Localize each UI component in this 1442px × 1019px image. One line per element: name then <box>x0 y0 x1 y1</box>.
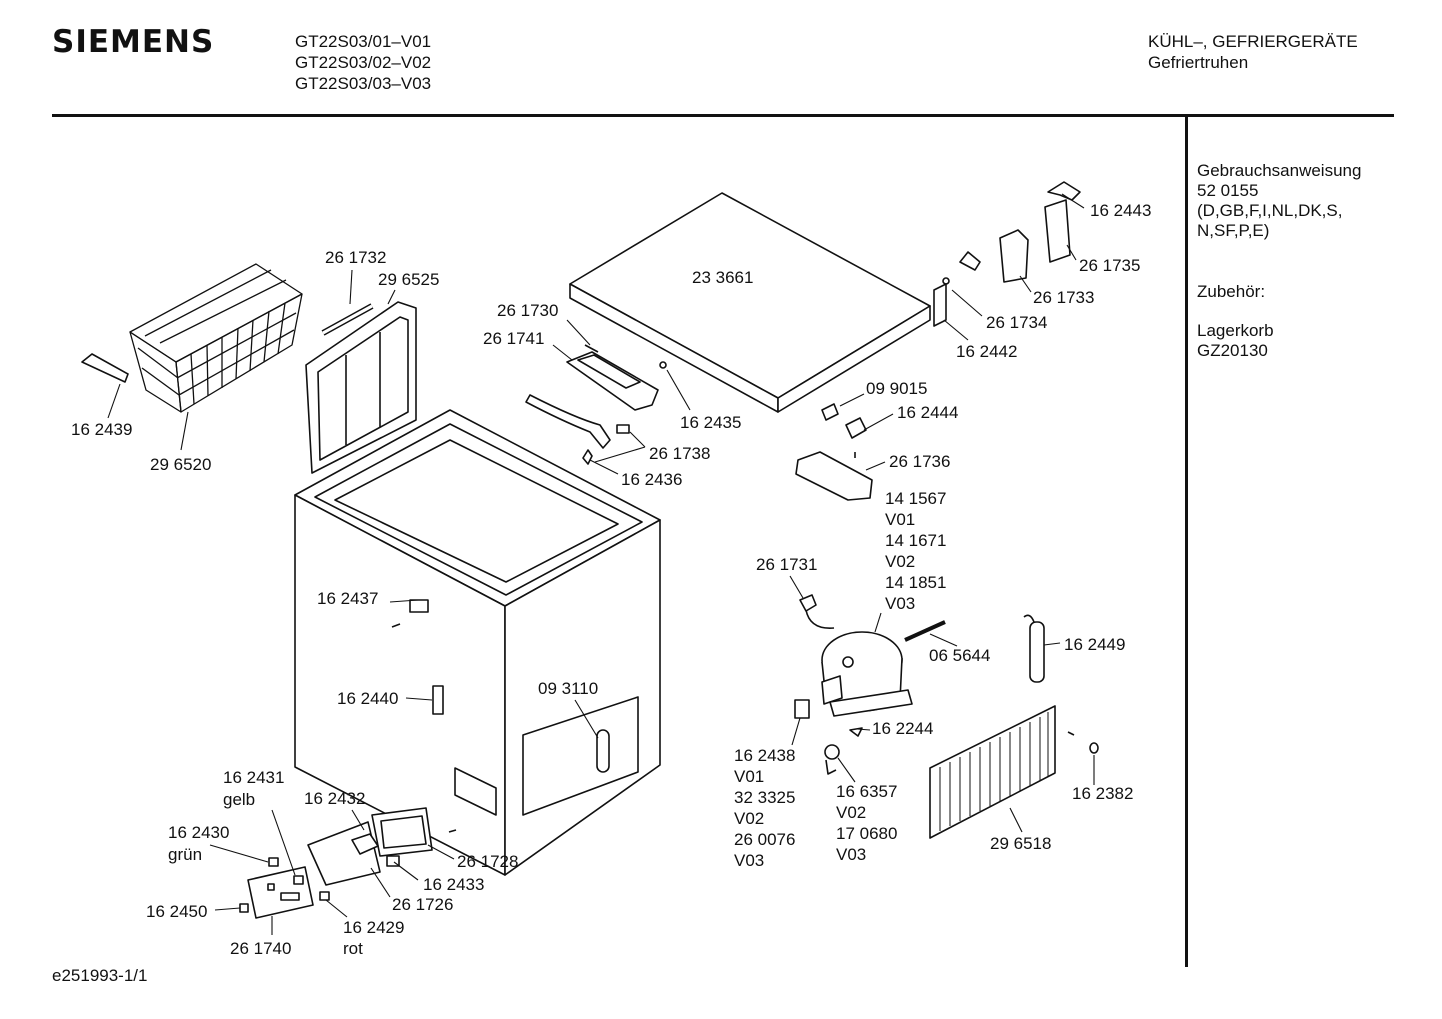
part-label: 26 1728 <box>457 852 518 871</box>
model-number: GT22S03/02–V02 <box>295 53 432 72</box>
part-label: 16 2382 <box>1072 784 1133 803</box>
part-label: 09 3110 <box>538 679 598 698</box>
part-label: 32 3325 <box>734 788 795 807</box>
part-label: 29 6520 <box>150 455 211 474</box>
document-code: e251993-1/1 <box>52 966 148 985</box>
part-label: 26 1733 <box>1033 288 1094 307</box>
condenser-grille <box>929 705 1099 839</box>
part-label: V01 <box>734 767 764 786</box>
header-divider <box>52 114 1394 117</box>
part-label: 09 9015 <box>866 379 927 398</box>
part-label: grün <box>168 845 202 864</box>
model-number: GT22S03/01–V01 <box>295 32 432 51</box>
part-label: 26 1736 <box>889 452 950 471</box>
part-label: 16 2437 <box>317 589 378 608</box>
part-label: 16 2443 <box>1090 201 1151 220</box>
part-label: 14 1851 <box>885 573 946 592</box>
part-label: 26 0076 <box>734 830 795 849</box>
manual-languages: N,SF,P,E) <box>1197 221 1270 240</box>
part-label: V03 <box>734 851 764 870</box>
brand-logo: SIEMENS <box>52 24 215 60</box>
model-list: GT22S03/01–V01 GT22S03/02–V02 GT22S03/03… <box>295 31 431 94</box>
part-label: 16 2442 <box>956 342 1017 361</box>
part-label: 16 2435 <box>680 413 741 432</box>
part-label: 16 2433 <box>423 875 484 894</box>
part-label: 26 1730 <box>497 301 558 320</box>
capacitor-clip <box>824 744 840 775</box>
part-label: 29 6525 <box>378 270 439 289</box>
part-label: 16 2444 <box>897 403 958 422</box>
part-label: 26 1734 <box>986 313 1047 332</box>
accessory-name: Lagerkorb <box>1197 321 1274 340</box>
sidebar-divider <box>1185 117 1188 967</box>
part-label: 16 2440 <box>337 689 398 708</box>
part-label: 16 2439 <box>71 420 132 439</box>
part-label: 16 6357 <box>836 782 897 801</box>
part-label: V03 <box>836 845 866 864</box>
freezer-lid <box>569 192 931 413</box>
manual-info: Gebrauchsanweisung 52 0155 (D,GB,F,I,NL,… <box>1197 161 1361 241</box>
part-label: 16 2244 <box>872 719 933 738</box>
category-title: KÜHL–, GEFRIERGERÄTE <box>1148 32 1358 51</box>
screws <box>391 277 950 833</box>
part-label: 16 2438 <box>734 746 795 765</box>
part-label: gelb <box>223 790 255 809</box>
model-number: GT22S03/03–V03 <box>295 74 432 93</box>
lid-handle <box>525 344 659 449</box>
part-label: 23 3661 <box>692 268 753 287</box>
part-label: 29 6518 <box>990 834 1051 853</box>
part-labels: 23 3661 16 2443 26 1735 26 1733 26 1734 … <box>71 201 1151 958</box>
wire-basket <box>129 263 303 413</box>
manual-languages: (D,GB,F,I,NL,DK,S, <box>1197 201 1343 220</box>
part-label: 16 2450 <box>146 902 207 921</box>
part-label: 26 1731 <box>756 555 817 574</box>
accessories-title: Zubehör: <box>1197 282 1266 301</box>
part-label: 06 5644 <box>929 646 990 665</box>
freezer-cabinet <box>294 409 661 876</box>
part-label: V03 <box>885 594 915 613</box>
part-label: V02 <box>885 552 915 571</box>
part-label: rot <box>343 939 363 958</box>
accessory-info: Lagerkorb GZ20130 <box>1197 321 1274 361</box>
control-panel <box>239 807 433 919</box>
compressor <box>799 594 946 717</box>
part-label: 26 1738 <box>649 444 710 463</box>
leader-lines <box>107 193 1095 935</box>
part-label: 26 1732 <box>325 248 386 267</box>
thermostat-parts <box>795 403 873 501</box>
part-label: V02 <box>836 803 866 822</box>
divider-panel <box>305 301 417 474</box>
part-label: 26 1735 <box>1079 256 1140 275</box>
part-label: V01 <box>885 510 915 529</box>
sensor-tube <box>1023 614 1045 683</box>
manual-number: 52 0155 <box>1197 181 1259 200</box>
part-label: 26 1740 <box>230 939 291 958</box>
part-label: 16 2449 <box>1064 635 1125 654</box>
manual-title: Gebrauchsanweisung <box>1197 161 1362 180</box>
basket-handle <box>81 353 129 383</box>
hinge-rod <box>321 303 374 336</box>
relay <box>794 699 810 719</box>
part-label: 16 2431 <box>223 768 284 787</box>
part-label: V02 <box>734 809 764 828</box>
hinge-parts <box>933 181 1081 327</box>
part-label: 16 2429 <box>343 918 404 937</box>
part-label: 16 2432 <box>304 789 365 808</box>
product-category: KÜHL–, GEFRIERGERÄTE Gefriertruhen <box>1148 31 1358 73</box>
part-label: 26 1726 <box>392 895 453 914</box>
part-label: 16 2436 <box>621 470 682 489</box>
grommet <box>849 727 863 737</box>
part-label: 26 1741 <box>483 329 544 348</box>
part-label: 17 0680 <box>836 824 897 843</box>
accessory-code: GZ20130 <box>1197 341 1268 360</box>
part-label: 14 1567 <box>885 489 946 508</box>
part-label: 16 2430 <box>168 823 229 842</box>
category-subtitle: Gefriertruhen <box>1148 53 1249 72</box>
part-label: 14 1671 <box>885 531 946 550</box>
